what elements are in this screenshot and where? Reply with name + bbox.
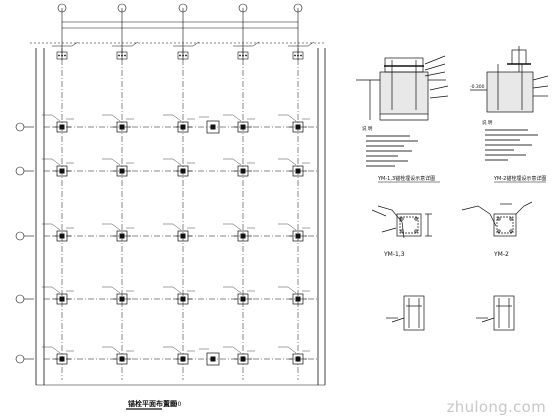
anchor-marker — [112, 41, 139, 60]
anchor-marker — [42, 114, 74, 133]
anchor-marker — [42, 346, 74, 365]
anchor-marker — [278, 346, 310, 365]
anchor-marker — [173, 41, 200, 60]
bolt-section-1 — [386, 295, 425, 331]
watermark: zhulong.com — [446, 398, 546, 416]
anchor-marker — [199, 116, 220, 134]
anchor-marker — [223, 158, 255, 177]
anchor-marker — [163, 346, 195, 365]
anchor-marker — [42, 286, 74, 305]
anchor-marker — [278, 286, 310, 305]
left-axis-bubbles — [15, 122, 34, 364]
anchor-marker — [163, 223, 195, 242]
anchor-marker — [223, 223, 255, 242]
anchor-marker — [163, 158, 195, 177]
ym13-label: YM-1,3 — [383, 251, 405, 258]
anchor-marker — [102, 286, 134, 305]
detail-ym13-notes — [366, 135, 418, 167]
detail-ym2-section — [470, 46, 549, 113]
anchor-marker — [52, 41, 79, 60]
anchor-markers — [42, 41, 315, 366]
ym2-label: YM-2 — [493, 251, 509, 258]
anchor-marker — [233, 41, 260, 60]
detail-ym13-notes-heading: 说 明 — [362, 125, 373, 132]
anchor-marker — [102, 158, 134, 177]
detail-ym2-notes — [485, 129, 538, 161]
plan-scale: 1:100 — [164, 401, 181, 408]
anchor-marker — [102, 346, 134, 365]
anchor-marker — [163, 286, 195, 305]
top-dimension-lines — [30, 3, 325, 60]
anchor-marker — [102, 223, 134, 242]
anchor-marker — [223, 286, 255, 305]
ym2-plate-detail — [461, 201, 533, 237]
anchor-marker — [278, 223, 310, 242]
anchor-marker — [163, 114, 195, 133]
plan-frame — [35, 48, 326, 386]
anchor-marker — [288, 41, 315, 60]
anchor-marker — [102, 114, 134, 133]
detail-ym13-title: YM-1,3锚栓埋设示意详图 — [377, 175, 435, 182]
bolt-section-2 — [476, 295, 515, 331]
detail-ym13-section — [356, 55, 449, 121]
anchor-marker — [42, 158, 74, 177]
anchor-marker — [278, 158, 310, 177]
anchor-marker — [42, 223, 74, 242]
anchor-marker — [223, 114, 255, 133]
anchor-marker — [199, 348, 220, 366]
plan-title: 锚栓平面布置图 — [128, 399, 177, 408]
anchor-plan — [15, 3, 326, 386]
anchor-marker — [223, 346, 255, 365]
detail-ym2-title: YM-2锚栓埋设示意详图 — [493, 175, 546, 182]
ym13-plate-detail — [371, 205, 432, 239]
detail-ym2-notes-heading: 说 明 — [482, 119, 493, 126]
detail-elev-label: -0.300 — [470, 84, 485, 90]
grid-axes — [44, 48, 318, 380]
anchor-marker — [278, 114, 310, 133]
